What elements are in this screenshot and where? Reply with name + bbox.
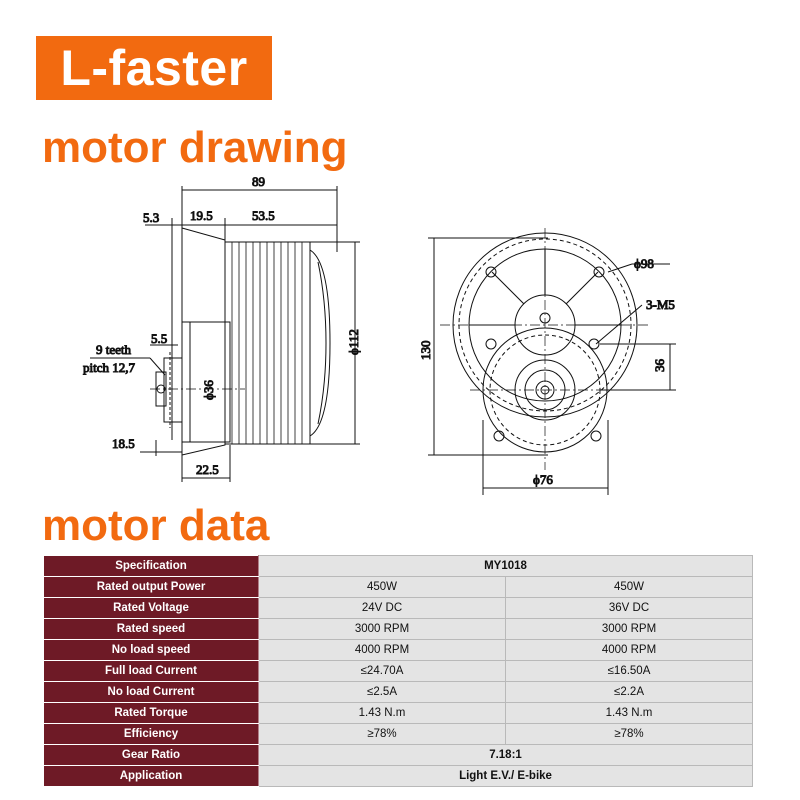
- table-row: Gear Ratio 7.18:1: [43, 744, 753, 766]
- spec-value: ≤2.2A: [505, 681, 753, 703]
- spec-value: 1.43 N.m: [258, 702, 506, 724]
- motor-side-view: [90, 186, 360, 482]
- spec-value: 4000 RPM: [258, 639, 506, 661]
- spec-value: 3000 RPM: [505, 618, 753, 640]
- dim-89: 89: [252, 174, 265, 189]
- spec-label: Full load Current: [43, 660, 259, 682]
- table-row: Rated Voltage 24V DC 36V DC: [43, 597, 753, 619]
- spec-value: Light E.V./ E-bike: [258, 765, 753, 787]
- dim-18-5: 18.5: [112, 436, 135, 451]
- table-row: Application Light E.V./ E-bike: [43, 765, 753, 787]
- spec-label: Gear Ratio: [43, 744, 259, 766]
- dim-dia-112: ϕ112: [346, 329, 361, 355]
- spec-value: 7.18:1: [258, 744, 753, 766]
- dim-5-5: 5.5: [151, 331, 167, 346]
- dim-36-front: 36: [652, 359, 667, 373]
- brand-logo: L-faster: [36, 36, 272, 100]
- motor-spec-table: Specification MY1018 Rated output Power …: [43, 555, 753, 787]
- spec-value: ≥78%: [258, 723, 506, 745]
- spec-value: 1.43 N.m: [505, 702, 753, 724]
- spec-value: ≤2.5A: [258, 681, 506, 703]
- table-row: Full load Current ≤24.70A ≤16.50A: [43, 660, 753, 682]
- dim-dia-76: ϕ76: [533, 472, 553, 487]
- table-row: Rated speed 3000 RPM 3000 RPM: [43, 618, 753, 640]
- spec-label: No load speed: [43, 639, 259, 661]
- spec-value: 36V DC: [505, 597, 753, 619]
- spec-value: 450W: [258, 576, 506, 598]
- spec-value: 24V DC: [258, 597, 506, 619]
- table-row: Efficiency ≥78% ≥78%: [43, 723, 753, 745]
- dim-130: 130: [418, 341, 433, 361]
- spec-label: No load Current: [43, 681, 259, 703]
- spec-value: 450W: [505, 576, 753, 598]
- spec-value: ≤24.70A: [258, 660, 506, 682]
- spec-value: 3000 RPM: [258, 618, 506, 640]
- dim-dia-98: ϕ98: [634, 256, 654, 271]
- table-row: No load speed 4000 RPM 4000 RPM: [43, 639, 753, 661]
- spec-label: Rated output Power: [43, 576, 259, 598]
- label-teeth: 9 teeth: [96, 342, 132, 357]
- motor-technical-drawing: 89 5.3 19.5 53.5 5.5 9 teeth pitch 12,7 …: [83, 174, 676, 495]
- section-heading-data: motor data: [42, 501, 270, 550]
- spec-label: Rated Torque: [43, 702, 259, 724]
- spec-model: MY1018: [258, 555, 753, 577]
- table-row: No load Current ≤2.5A ≤2.2A: [43, 681, 753, 703]
- spec-value: ≥78%: [505, 723, 753, 745]
- dim-53-5: 53.5: [252, 208, 275, 223]
- dim-19-5: 19.5: [190, 208, 213, 223]
- spec-label: Efficiency: [43, 723, 259, 745]
- dim-dia-36: ϕ36: [201, 380, 216, 400]
- spec-label: Rated Voltage: [43, 597, 259, 619]
- spec-label: Rated speed: [43, 618, 259, 640]
- spec-label: Application: [43, 765, 259, 787]
- label-pitch: pitch 12,7: [83, 360, 135, 375]
- table-row: Rated Torque 1.43 N.m 1.43 N.m: [43, 702, 753, 724]
- spec-value: 4000 RPM: [505, 639, 753, 661]
- dim-5-3: 5.3: [143, 210, 159, 225]
- spec-value: ≤16.50A: [505, 660, 753, 682]
- table-row: Rated output Power 450W 450W: [43, 576, 753, 598]
- dim-22-5: 22.5: [196, 462, 219, 477]
- spec-label: Specification: [43, 555, 259, 577]
- label-3-m5: 3-M5: [646, 297, 675, 312]
- table-row: Specification MY1018: [43, 555, 753, 577]
- motor-front-view: [428, 228, 676, 495]
- section-heading-drawing: motor drawing: [42, 123, 348, 172]
